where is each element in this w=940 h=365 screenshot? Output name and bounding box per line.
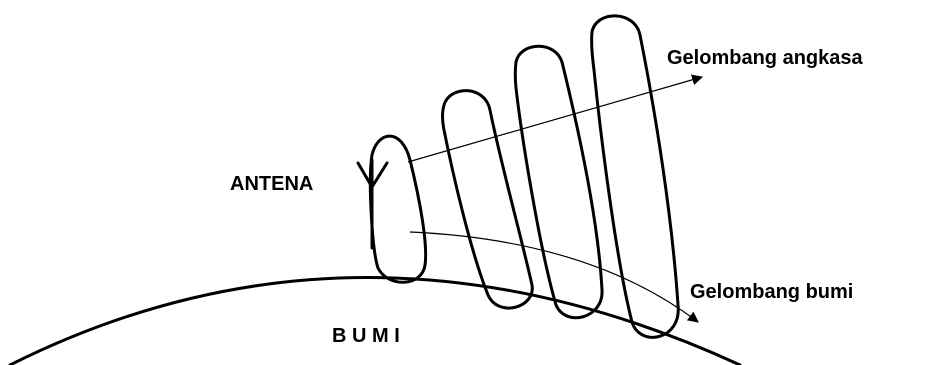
wave-front-1 (368, 134, 428, 284)
antenna-icon (356, 158, 389, 250)
sky-wave-arrow (407, 74, 704, 163)
earth-label: B U M I (332, 325, 400, 347)
wave-front-4 (590, 14, 680, 339)
ground-wave-arrow (409, 231, 699, 323)
wave-front-3 (513, 44, 604, 320)
wave-front-2 (441, 89, 534, 310)
antenna-label: ANTENA (230, 173, 313, 195)
sky-wave-label: Gelombang angkasa (667, 47, 863, 69)
ground-wave-label: Gelombang bumi (690, 281, 853, 303)
